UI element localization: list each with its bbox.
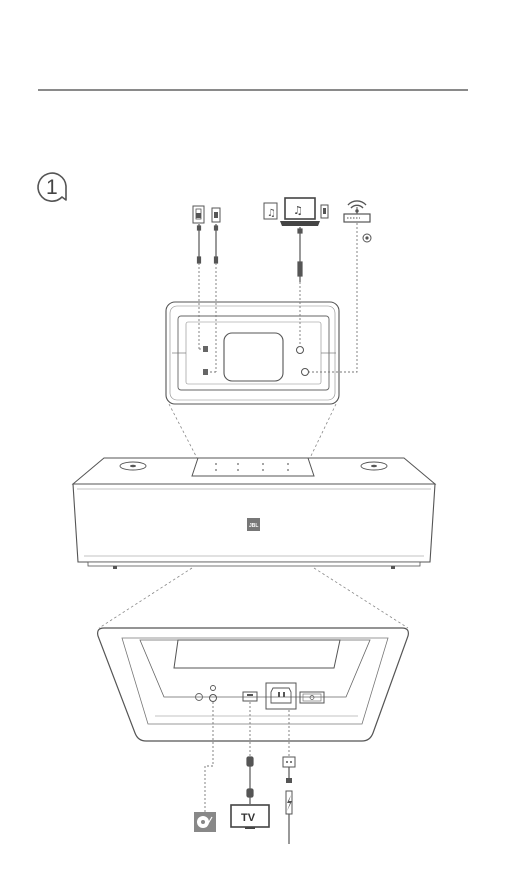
wifi-icon <box>348 201 366 212</box>
tv-icon: TV <box>231 805 269 829</box>
svg-text:♫: ♫ <box>267 208 276 219</box>
optical-cable <box>247 757 253 804</box>
step-badge: 1 <box>38 173 66 201</box>
speaker: JBL <box>73 458 435 569</box>
ethernet-icon <box>363 234 371 242</box>
power-plug-icon <box>283 757 295 767</box>
step-number: 1 <box>46 176 58 199</box>
tv-label: TV <box>241 812 256 824</box>
router-icon <box>344 207 370 222</box>
phone-small-icon <box>321 205 328 218</box>
zoom-lines-top <box>169 404 336 458</box>
phone-icon <box>193 206 204 223</box>
svg-text:JBL: JBL <box>249 523 258 529</box>
zoom-lines-bottom <box>99 568 408 628</box>
aux-cable <box>298 227 302 282</box>
music-note-icon: ♫ <box>264 203 277 219</box>
svg-text:♫: ♫ <box>293 204 303 217</box>
power-cable <box>283 757 295 844</box>
top-panel <box>166 302 339 404</box>
brand-logo: JBL <box>247 518 260 531</box>
turntable-icon <box>194 812 216 832</box>
phone-small-icon <box>212 208 220 222</box>
rear-panel <box>98 628 409 741</box>
phone-cables <box>198 224 218 263</box>
laptop-icon: ♫ <box>280 198 320 226</box>
